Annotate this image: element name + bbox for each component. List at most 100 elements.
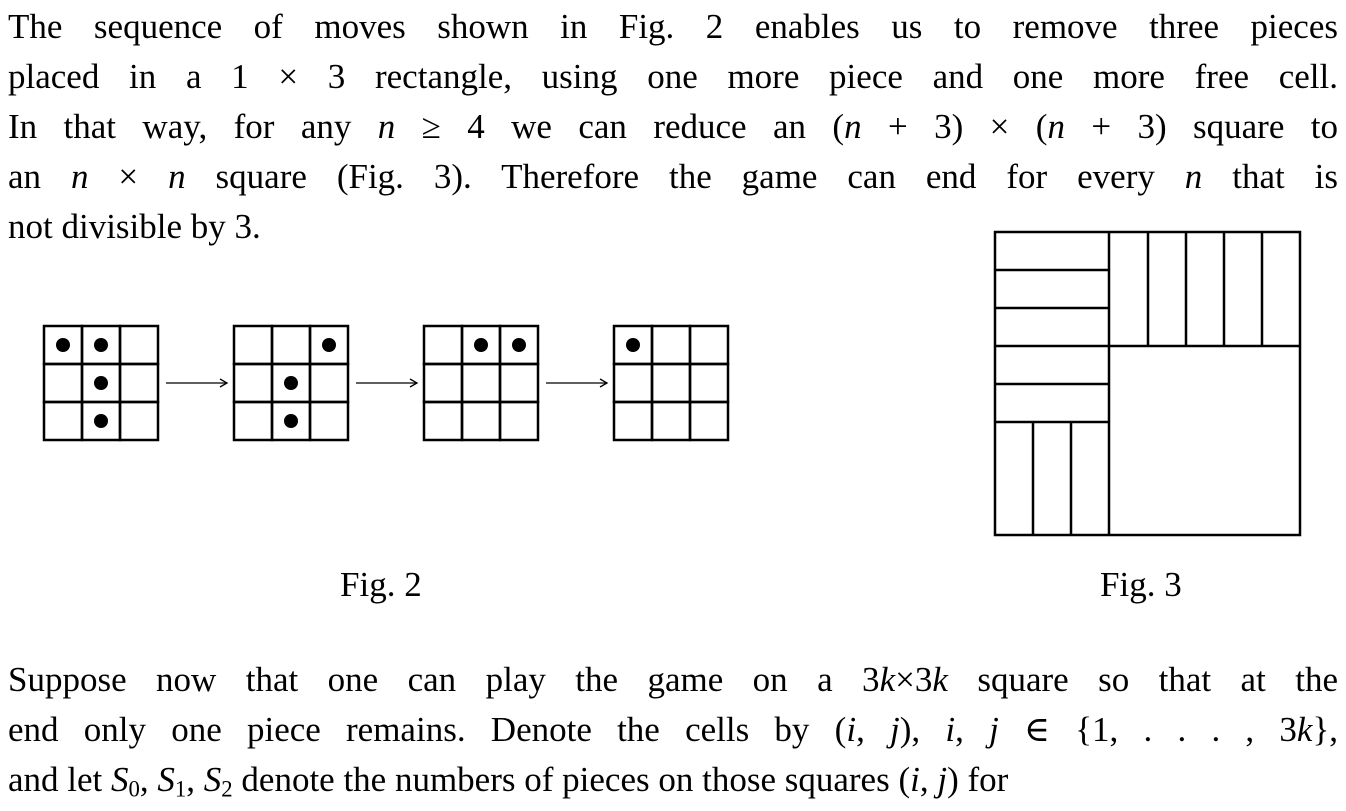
grid-cell [232,362,274,404]
arrow-head-icon [409,378,419,388]
text-segment: + 3) square to [1064,107,1338,146]
grid-cell [118,324,160,366]
grid-cell [688,324,730,366]
math-symbol: k [1296,710,1313,749]
text-segment: and let [8,760,112,799]
grid-cell [232,324,274,366]
text-line: Suppose now that one can play the game o… [8,655,1338,705]
grid-cell [270,324,312,366]
grid-cell [422,324,464,366]
grid-cell [498,362,540,404]
grid-cell [650,400,692,442]
math-symbol: j [989,710,999,749]
piece-dot [94,414,108,428]
math-symbol: i [945,710,956,749]
text-line: placed in a 1 × 3 rectangle, using one m… [8,52,1338,102]
piece-dot [284,414,298,428]
grid-cell [42,400,84,442]
subscript: 1 [174,776,187,802]
piece-dot [322,338,336,352]
math-symbol: i [846,710,857,749]
math-symbol: S [203,760,222,799]
arrow-head-icon [599,378,609,388]
grid-cell [650,362,692,404]
fig3-diagram [993,230,1302,537]
math-symbol: n [70,157,89,196]
math-symbol: k [879,660,896,699]
text-segment: end only one piece remains. Denote the c… [8,710,847,749]
math-symbol: S [111,760,129,799]
text-segment: placed in a 1 × 3 rectangle, using one m… [8,57,1338,96]
math-symbol: n [844,107,862,146]
text-segment: }, [1312,710,1339,749]
text-segment: , [186,760,204,799]
arrow-head-icon [219,378,229,388]
paragraph-1: The sequence of moves shown in Fig. 2 en… [8,2,1338,252]
grid-cell [460,362,502,404]
piece-dot [626,338,640,352]
text-segment: square (Fig. 3). Therefore the game can … [185,157,1185,196]
subscript: 2 [221,776,233,802]
grid-cell [42,362,84,404]
text-segment: ∈ {1, . . . , 3 [998,710,1297,749]
grid-cell [308,362,350,404]
math-symbol: i [910,760,920,799]
text-segment: Suppose now that one can play the game o… [8,660,880,699]
math-symbol: n [377,107,396,146]
math-symbol: j [890,710,900,749]
math-symbol: n [168,157,186,196]
grid-cell [688,400,730,442]
grid-cell [422,400,464,442]
grid-cell [498,400,540,442]
text-segment: , [919,760,938,799]
text-segment: denote the numbers of pieces on those sq… [232,760,911,799]
grid-cell [460,400,502,442]
grid-cell [118,362,160,404]
text-segment: , [856,710,891,749]
text-line: In that way, for any n ≥ 4 we can reduce… [8,102,1338,152]
piece-dot [56,338,70,352]
text-segment: ×3 [895,660,933,699]
text-segment: The sequence of moves shown in Fig. 2 en… [8,7,1338,46]
text-line: an n × n square (Fig. 3). Therefore the … [8,152,1338,202]
grid-cell [612,362,654,404]
text-segment: × [88,157,169,196]
grid-cell [422,362,464,404]
paragraph-2: Suppose now that one can play the game o… [8,655,1338,805]
math-symbol: n [1047,107,1065,146]
piece-dot [284,376,298,390]
text-segment: ) for [947,760,1009,799]
text-segment: not divisible by 3. [8,207,261,246]
fig3-caption: Fig. 3 [1100,565,1182,604]
text-line: and let S0, S1, S2 denote the numbers of… [8,755,1338,805]
text-segment: ), [899,710,946,749]
grid-cell [688,362,730,404]
grid-cell [308,400,350,442]
text-segment: an [8,157,71,196]
fig2-diagram [42,324,730,442]
grid-cell [612,400,654,442]
piece-dot [94,338,108,352]
piece-dot [94,376,108,390]
text-segment: , [139,760,158,799]
fig2-caption: Fig. 2 [340,565,422,604]
text-segment: ≥ 4 we can reduce an ( [395,107,845,146]
grid-cell [232,400,274,442]
text-line: end only one piece remains. Denote the c… [8,705,1338,755]
math-symbol: n [1184,157,1203,196]
text-segment: + 3) × ( [861,107,1048,146]
text-segment: square so that at the [947,660,1338,699]
math-symbol: S [157,760,175,799]
text-line: not divisible by 3. [8,202,1338,252]
math-symbol: j [937,760,948,799]
text-segment: that is [1202,157,1339,196]
text-line: The sequence of moves shown in Fig. 2 en… [8,2,1338,52]
piece-dot [474,338,488,352]
grid-cell [650,324,692,366]
subscript: 0 [128,776,140,802]
piece-dot [512,338,526,352]
grid-cell [118,400,160,442]
math-symbol: k [932,660,948,699]
text-segment: In that way, for any [8,107,378,146]
